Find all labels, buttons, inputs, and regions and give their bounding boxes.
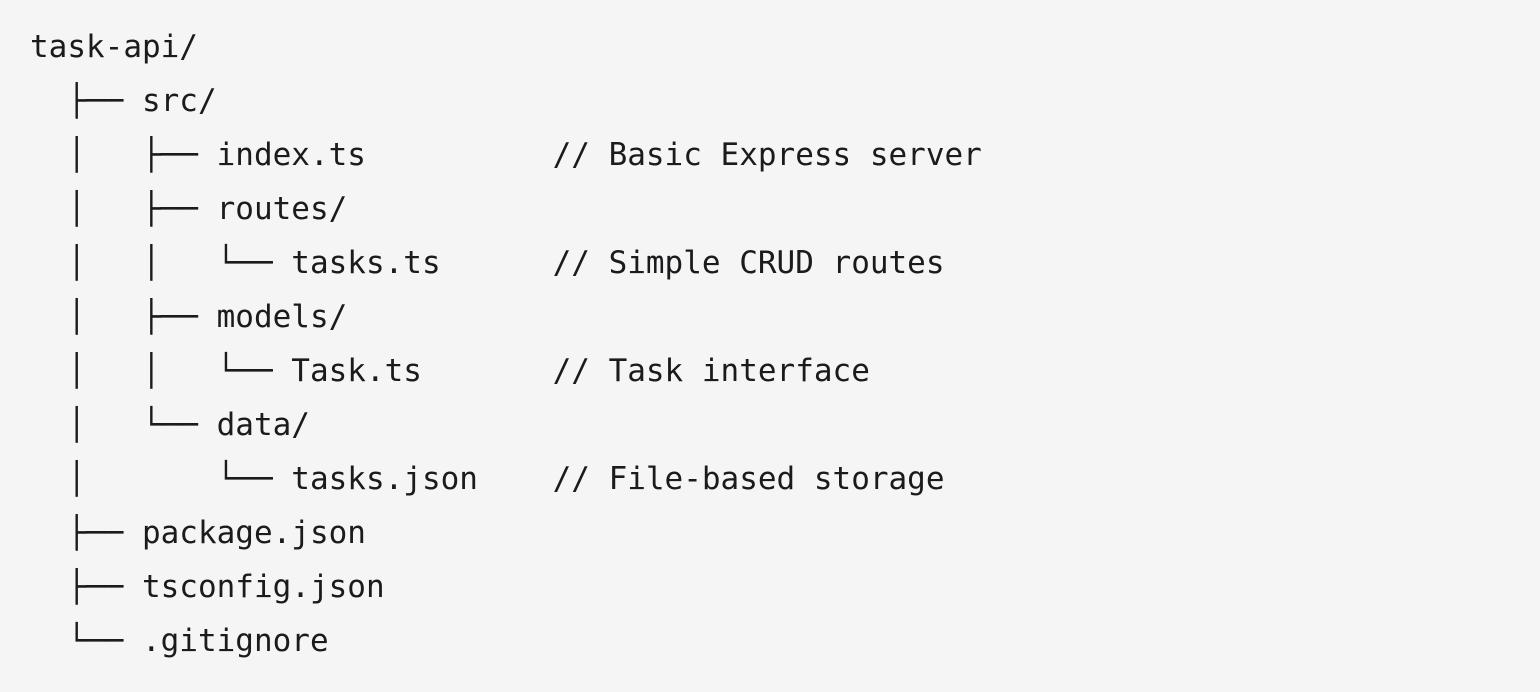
tree-branch-prefix: │ │ └── bbox=[30, 245, 292, 281]
tree-branch-prefix: ├── bbox=[30, 515, 142, 551]
tree-row-tasks-json: │ └── tasks.json // File-based storage bbox=[30, 452, 1540, 506]
tree-branch-prefix: │ ├── bbox=[30, 191, 217, 227]
tree-branch-prefix: ├── bbox=[30, 83, 142, 119]
tree-row-src: ├── src/ bbox=[30, 74, 1540, 128]
tree-row-task-ts: │ │ └── Task.ts // Task interface bbox=[30, 344, 1540, 398]
file-name: .gitignore bbox=[141, 623, 329, 659]
tree-row-index-ts: │ ├── index.ts // Basic Express server bbox=[30, 128, 1540, 182]
tree-branch-prefix: ├── bbox=[30, 569, 142, 605]
tree-branch-prefix: │ └── bbox=[30, 407, 217, 443]
inline-comment: // Simple CRUD routes bbox=[552, 245, 945, 281]
file-name: tasks.json bbox=[291, 461, 478, 497]
file-name: tsconfig.json bbox=[141, 569, 385, 605]
file-name: package.json bbox=[141, 515, 366, 551]
file-tree: task-api/ ├── src/ │ ├── index.ts // Basi… bbox=[30, 20, 1540, 668]
tree-branch-prefix: └── bbox=[30, 623, 142, 659]
tree-branch-prefix: │ ├── bbox=[30, 299, 217, 335]
inline-comment: // File-based storage bbox=[552, 461, 945, 497]
tree-row-routes: │ ├── routes/ bbox=[30, 182, 1540, 236]
dir-name: routes/ bbox=[216, 191, 348, 227]
dir-name: models/ bbox=[216, 299, 348, 335]
inline-comment: // Basic Express server bbox=[552, 137, 982, 173]
tree-row-models: │ ├── models/ bbox=[30, 290, 1540, 344]
tree-row-tasks-ts: │ │ └── tasks.ts // Simple CRUD routes bbox=[30, 236, 1540, 290]
tree-row-data: │ └── data/ bbox=[30, 398, 1540, 452]
file-name: index.ts bbox=[216, 137, 366, 173]
tree-branch-prefix: │ └── bbox=[30, 461, 292, 497]
tree-row-tsconfig-json: ├── tsconfig.json bbox=[30, 560, 1540, 614]
tree-branch-prefix: │ ├── bbox=[30, 137, 217, 173]
tree-row-package-json: ├── package.json bbox=[30, 506, 1540, 560]
tree-branch-prefix: │ │ └── bbox=[30, 353, 292, 389]
tree-row-task-api-root: task-api/ bbox=[30, 20, 1540, 74]
dir-name: data/ bbox=[216, 407, 310, 443]
file-name: tasks.ts bbox=[291, 245, 441, 281]
dir-name: task-api/ bbox=[30, 29, 198, 65]
dir-name: src/ bbox=[141, 83, 217, 119]
inline-comment: // Task interface bbox=[552, 353, 870, 389]
file-name: Task.ts bbox=[291, 353, 422, 389]
tree-row-gitignore: └── .gitignore bbox=[30, 614, 1540, 668]
